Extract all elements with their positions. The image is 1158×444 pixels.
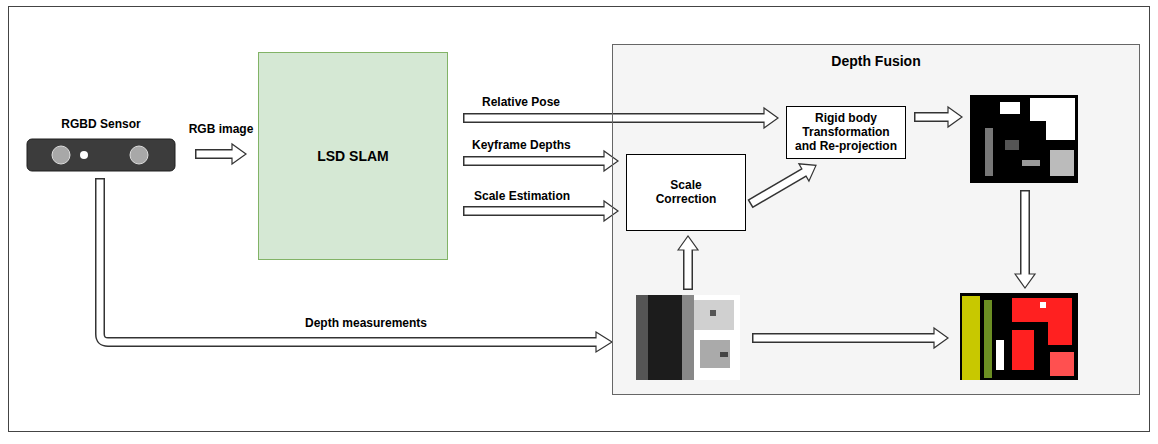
process-label: Rigid body Transformation and Re-project… <box>793 112 899 153</box>
arrow-outline <box>752 333 935 343</box>
process-box: Scale Correction <box>626 154 746 231</box>
image-region <box>1012 330 1034 370</box>
edge-label: Scale Estimation <box>472 189 572 204</box>
sensor-emitter <box>80 151 88 159</box>
image-region <box>720 352 728 357</box>
image-region <box>636 295 682 380</box>
arrow-outline <box>195 149 233 159</box>
sensor-body <box>27 139 175 171</box>
image-region <box>996 340 1004 370</box>
arrow-head <box>232 144 246 164</box>
arrow-outline <box>914 112 949 122</box>
arrow-outline <box>463 113 765 123</box>
hollow-arrow <box>1015 190 1035 288</box>
hollow-arrow <box>195 144 246 164</box>
image-region <box>1050 150 1074 176</box>
arrow-outline <box>1020 190 1030 275</box>
hollow-arrow <box>463 108 778 128</box>
arrow-head <box>604 201 618 221</box>
sensor-node: RGBD Sensor <box>22 116 180 172</box>
arrow-fill <box>751 171 805 203</box>
depth-image-sensor <box>636 295 740 380</box>
arrow-head <box>678 236 698 250</box>
hollow-arrow <box>463 201 618 221</box>
fused-depth-image <box>960 293 1078 380</box>
arrow-head <box>764 108 778 128</box>
arrow-fill <box>754 335 937 342</box>
edge-label: RGB image <box>187 122 256 137</box>
image-region <box>694 300 734 330</box>
arrow-fill <box>465 208 607 215</box>
arrow-outline <box>683 249 693 290</box>
image-region <box>636 295 648 380</box>
arrow-head <box>604 151 618 171</box>
image-ground <box>970 95 1078 183</box>
arrow-head <box>948 107 962 127</box>
sensor-label: RGBD Sensor <box>22 116 180 132</box>
image-region <box>1000 102 1020 114</box>
arrow-fill <box>465 115 767 122</box>
process-label: LSD SLAM <box>317 148 389 164</box>
sensor-lens <box>52 146 70 164</box>
image-region <box>985 128 993 176</box>
signal-label: Depth measurements <box>303 316 429 331</box>
outer-frame <box>9 7 1150 432</box>
arrow-fill <box>465 158 607 165</box>
hollow-arrow <box>678 236 698 290</box>
image-region <box>700 340 730 368</box>
arrow-fill <box>685 248 692 289</box>
edge-label: Relative Pose <box>480 95 562 110</box>
image-ground <box>636 295 740 380</box>
process-label: Scale Correction <box>647 179 725 207</box>
edge-label: Keyframe Depths <box>470 138 573 153</box>
arrow-fill <box>1022 192 1029 277</box>
image-ground <box>960 293 1078 380</box>
sensor-lens <box>130 146 148 164</box>
hollow-arrow <box>750 164 816 204</box>
process-box: Rigid body Transformation and Re-project… <box>786 106 906 159</box>
arrow-fill <box>916 114 951 121</box>
depth-image-top <box>970 95 1078 183</box>
hollow-arrow <box>463 151 618 171</box>
image-region <box>1050 352 1074 376</box>
arrow-outline <box>463 156 605 166</box>
image-region <box>682 295 694 380</box>
process-box: LSD SLAM <box>258 52 448 260</box>
image-region <box>962 296 980 380</box>
group-fill <box>612 44 1140 395</box>
arrow-outline <box>463 206 605 216</box>
arrow-outline <box>750 172 805 204</box>
group-heading: Depth Fusion <box>613 45 1139 69</box>
arrow-head <box>934 328 948 348</box>
image-region <box>1040 302 1046 308</box>
hollow-arrow <box>914 107 962 127</box>
arrow-fill <box>197 151 235 158</box>
image-region <box>1005 140 1019 150</box>
image-region <box>1030 98 1075 140</box>
arrow-head <box>596 332 612 352</box>
hollow-arrow <box>752 328 948 348</box>
image-region <box>710 310 716 316</box>
sensor-device <box>26 138 176 172</box>
image-region <box>1022 160 1040 166</box>
arrow-head <box>1015 274 1035 288</box>
group-box: Depth FusionRigid body Transformation an… <box>612 44 1140 395</box>
image-region <box>984 300 992 378</box>
